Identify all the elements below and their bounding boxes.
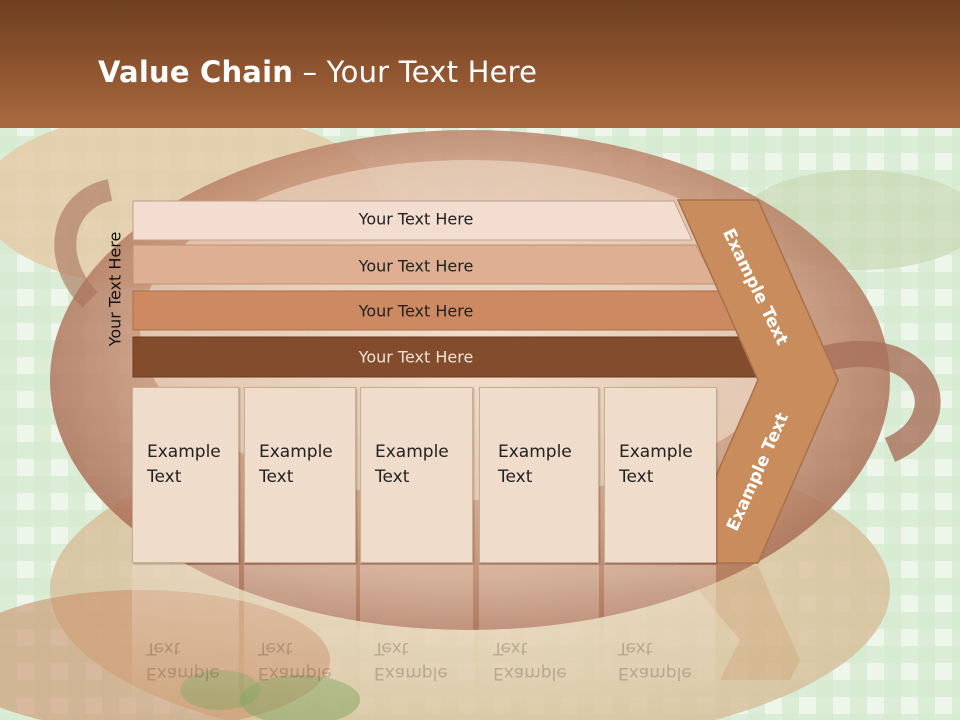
chevron-arrow: [676, 199, 839, 564]
box-3-line-2: Text: [375, 467, 410, 487]
chevron-reflection: [678, 566, 800, 680]
title-bold: Value Chain: [98, 55, 294, 89]
bar-1-label: Your Text Here: [358, 209, 474, 229]
box-1-line-2: Text: [147, 467, 182, 487]
box-5-line-1: Example: [619, 442, 693, 462]
bar-1: [132, 200, 693, 241]
box-5-line-2: Text: [619, 467, 654, 487]
box-2-line-2: Text: [259, 467, 294, 487]
box-2-line-1: Example: [259, 442, 333, 462]
box-4-line-2: Text: [498, 467, 533, 487]
title-rest: – Your Text Here: [293, 55, 538, 89]
bar-4-label: Your Text Here: [358, 347, 474, 367]
header-bar: [0, 0, 960, 128]
box-1-line-1: Example: [147, 442, 221, 462]
bar-3-label: Your Text Here: [358, 301, 474, 321]
box-4-line-1: Example: [498, 442, 572, 462]
box-3-line-1: Example: [375, 442, 449, 462]
slide-title: Value Chain – Your Text Here: [98, 55, 537, 89]
bar-2-label: Your Text Here: [358, 256, 474, 276]
